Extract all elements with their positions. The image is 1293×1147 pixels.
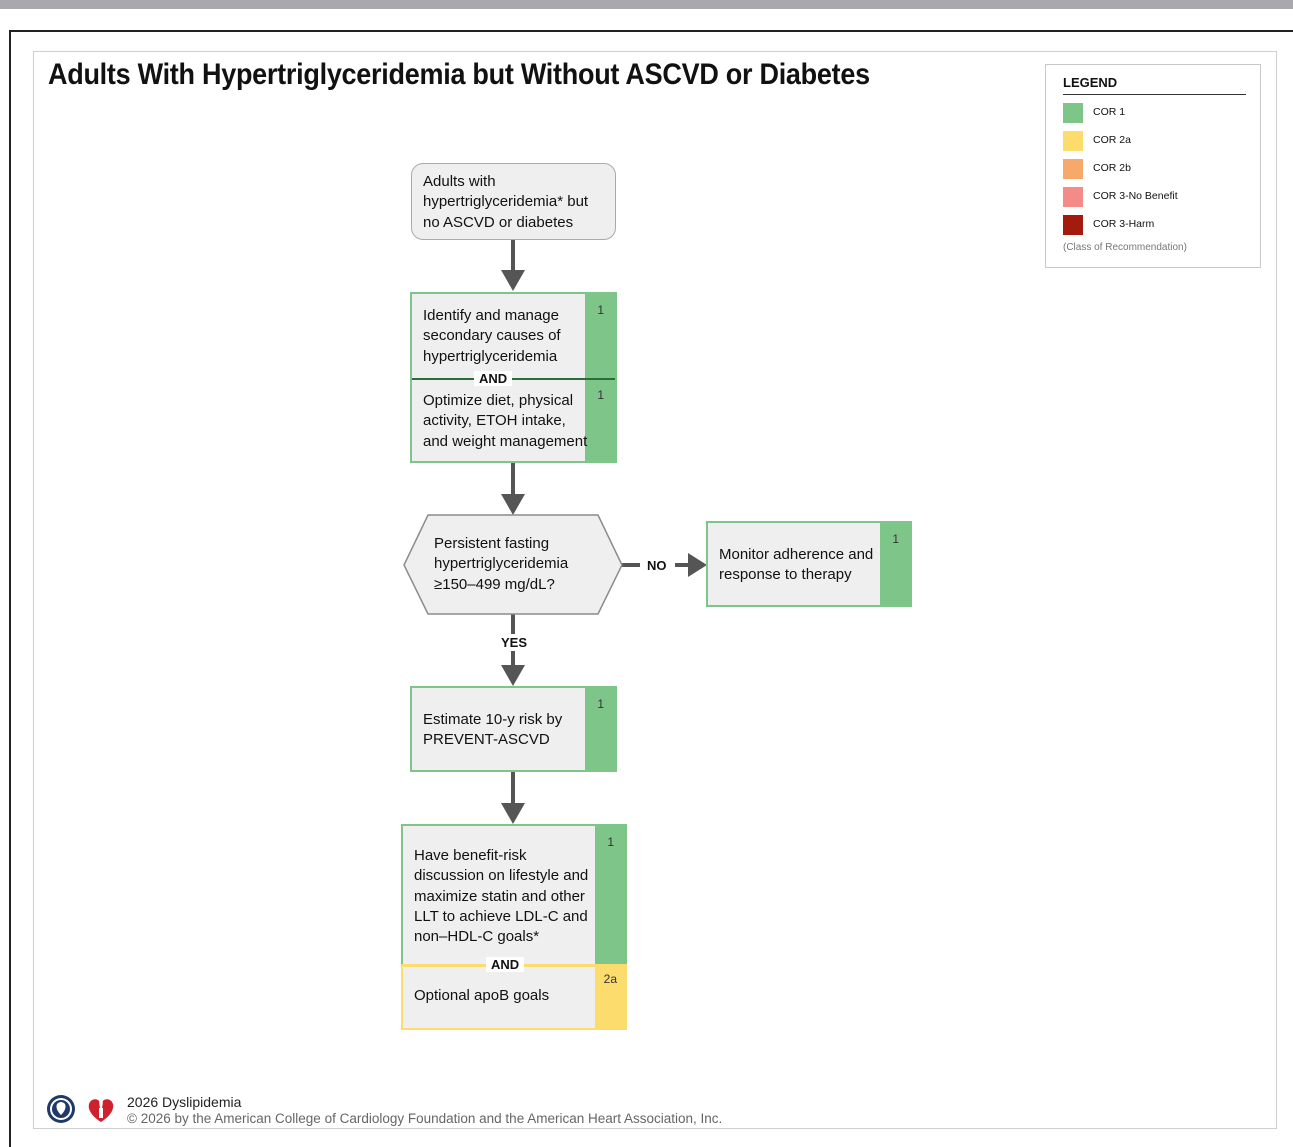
cor-badge: 1 <box>607 835 614 849</box>
legend-item-cor-3-no-benefit: COR 3-No Benefit <box>1063 187 1253 207</box>
and-divider <box>412 378 615 380</box>
arrow-step1-to-decision <box>501 462 525 515</box>
monitor-adherence-text: Monitor adherence and response to therap… <box>719 546 874 584</box>
legend-swatch <box>1063 159 1083 179</box>
cor-strip <box>595 826 625 966</box>
yes-branch-label: YES <box>501 635 528 650</box>
monitor-adherence-box: Monitor adherence and response to therap… <box>706 521 912 607</box>
footer-copyright: © 2026 by the American College of Cardio… <box>127 1111 723 1126</box>
legend-label: COR 3-No Benefit <box>1093 190 1178 202</box>
cor-strip <box>585 688 615 770</box>
start-node-text: Adults with hypertriglyceridemia* but no… <box>423 173 589 231</box>
legend-item-cor-1: COR 1 <box>1063 103 1253 123</box>
decision-hexagon <box>403 514 623 615</box>
cor-badge: 1 <box>597 697 604 711</box>
arrow-step2-to-step3 <box>501 771 525 824</box>
arrow-decision-no <box>622 553 707 577</box>
aha-heart-torch-logo <box>88 1095 114 1122</box>
arrow-start-to-step1 <box>501 240 525 291</box>
benefit-risk-box: Have benefit-risk discussion on lifestyl… <box>401 824 627 966</box>
cor-badge: 1 <box>597 388 604 402</box>
legend-label: COR 3-Harm <box>1093 218 1155 230</box>
top-separator-bar <box>0 0 1293 9</box>
cor-strip <box>880 523 910 605</box>
figure-title: Adults With Hypertriglyceridemia but Wit… <box>48 58 870 91</box>
cor-strip <box>585 294 615 461</box>
cor-badge: 1 <box>892 532 899 546</box>
legend-heading: LEGEND <box>1063 75 1118 90</box>
acc-seal-logo <box>47 1095 75 1123</box>
legend-swatch <box>1063 131 1083 151</box>
footer-guideline: 2026 Dyslipidemia <box>127 1094 242 1110</box>
no-branch-label: NO <box>647 558 667 573</box>
page-frame <box>9 30 1293 1147</box>
step1-part-a-text: Identify and manage secondary causes of … <box>423 307 561 365</box>
step1-box: Identify and manage secondary causes of … <box>410 292 617 463</box>
figure-panel <box>33 51 1277 1129</box>
apob-goals-text: Optional apoB goals <box>414 987 550 1004</box>
legend-label: COR 1 <box>1093 106 1126 118</box>
cor-badge: 2a <box>603 972 617 986</box>
legend: LEGEND COR 1 COR 2a COR 2b COR 3-No Bene… <box>1045 64 1261 268</box>
footer-logos <box>47 1095 114 1123</box>
estimate-risk-text: Estimate 10-y risk by PREVENT-ASCVD <box>423 711 563 749</box>
legend-swatch <box>1063 215 1083 235</box>
cor-badge: 1 <box>597 303 604 317</box>
legend-label: COR 2b <box>1093 162 1131 174</box>
legend-item-cor-3-harm: COR 3-Harm <box>1063 215 1253 235</box>
legend-item-cor-2a: COR 2a <box>1063 131 1253 151</box>
arrow-decision-yes <box>501 614 525 686</box>
cor-strip <box>595 966 625 1028</box>
apob-goals-box: Optional apoB goals 2a <box>401 966 627 1030</box>
benefit-risk-text: Have benefit-risk discussion on lifestyl… <box>414 847 589 946</box>
legend-note: (Class of Recommendation) <box>1063 242 1187 253</box>
legend-label: COR 2a <box>1093 134 1131 146</box>
and-label: AND <box>486 957 525 972</box>
start-node: Adults with hypertriglyceridemia* but no… <box>411 163 616 240</box>
estimate-risk-box: Estimate 10-y risk by PREVENT-ASCVD 1 <box>410 686 617 772</box>
and-label: AND <box>474 371 513 386</box>
legend-divider <box>1063 94 1246 95</box>
decision-text: Persistent fasting hypertriglyceridemia … <box>434 535 569 593</box>
legend-swatch <box>1063 103 1083 123</box>
legend-swatch <box>1063 187 1083 207</box>
legend-item-cor-2b: COR 2b <box>1063 159 1253 179</box>
step1-part-b-text: Optimize diet, physical activity, ETOH i… <box>423 392 588 450</box>
